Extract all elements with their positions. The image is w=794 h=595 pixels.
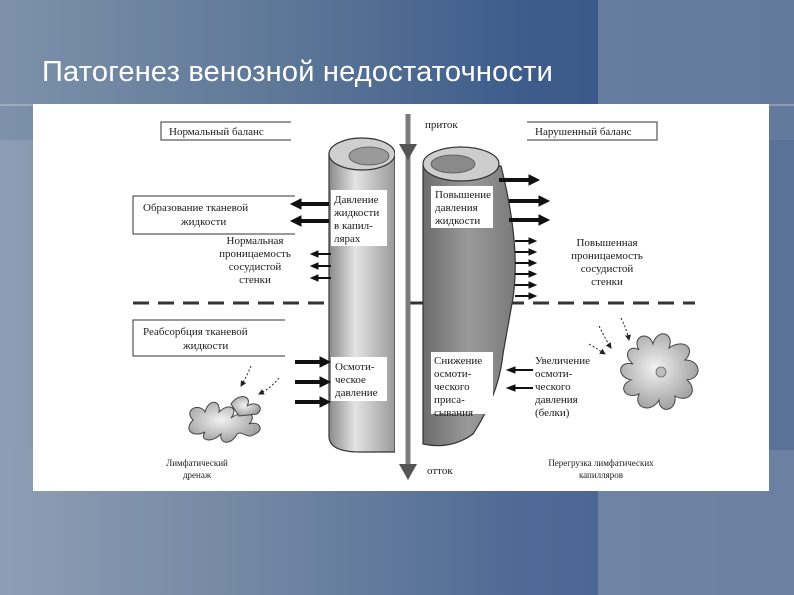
- osmotic-decrease-line-1: Снижение: [434, 355, 482, 367]
- osmotic-increase-label: Увеличение осмоти- ческого давления (бел…: [535, 355, 590, 419]
- capillary-pressure-line-4: лярах: [334, 233, 361, 245]
- venous-insufficiency-diagram: приток отток Нормальный баланс Образован…: [132, 114, 699, 480]
- osmotic-increase-line-4: давления: [535, 394, 578, 406]
- normal-balance-box: Нормальный баланс: [160, 121, 291, 141]
- filtration-arrows-left: [289, 198, 329, 227]
- increased-permeability-label: Повышенная проницаемость сосудистой стен…: [571, 237, 643, 288]
- lymph-arrows-right: [588, 317, 631, 355]
- vessel-left: [328, 137, 403, 454]
- osmotic-increase-line-5: (белки): [535, 407, 570, 419]
- lymph-drainage-line-1: Лимфатический: [166, 458, 228, 468]
- normal-balance-label: Нормальный баланс: [169, 126, 264, 138]
- osmotic-decrease-line-4: приса-: [434, 394, 465, 406]
- lymph-arrows-left: [240, 365, 280, 395]
- slide-title: Патогенез венозной недостаточности: [42, 56, 554, 88]
- normal-permeability-line-3: сосудистой: [229, 261, 282, 273]
- capillary-pressure-label: Давление жидкости в капил- лярах: [331, 190, 387, 246]
- formation-box: Образование тканевой жидкости: [132, 195, 295, 235]
- formation-line-2: жидкости: [180, 216, 226, 228]
- normal-permeability-line-1: Нормальная: [227, 235, 284, 247]
- increased-permeability-line-3: сосудистой: [581, 263, 634, 275]
- osmotic-increase-line-1: Увеличение: [535, 355, 590, 367]
- normal-permeability-line-4: стенки: [239, 274, 271, 286]
- outflow-label: отток: [427, 465, 453, 477]
- normal-permeability-label: Нормальная проницаемость сосудистой стен…: [219, 235, 291, 286]
- lymph-overload-icon: [620, 333, 699, 410]
- reabsorption-box: Реабсорбция тканевой жидкости: [132, 319, 285, 357]
- lymph-overload-line-1: Перегрузка лимфатических: [548, 458, 654, 468]
- formation-line-1: Образование тканевой: [143, 202, 248, 214]
- normal-permeability-line-2: проницаемость: [219, 248, 291, 260]
- pressure-increase-label: Повышение давления жидкости: [431, 186, 493, 228]
- increased-permeability-line-1: Повышенная: [576, 237, 637, 249]
- reabsorption-line-1: Реабсорбция тканевой: [143, 326, 248, 338]
- osmotic-pressure-label: Осмоти- ческое давление: [331, 357, 387, 401]
- impaired-balance-label: Нарушенный баланс: [535, 126, 632, 138]
- osmotic-line-2: ческое: [335, 374, 366, 386]
- permeability-arrows-right: [515, 237, 538, 300]
- pressure-increase-line-2: давления: [435, 202, 478, 214]
- reabsorption-arrows-left: [295, 356, 332, 408]
- flow-arrow: [399, 114, 417, 480]
- lymph-drainage-line-2: дренаж: [183, 470, 212, 480]
- diagram-panel: приток отток Нормальный баланс Образован…: [33, 104, 769, 491]
- increased-permeability-line-4: стенки: [591, 276, 623, 288]
- capillary-pressure-line-2: жидкости: [333, 207, 379, 219]
- inflow-label: приток: [425, 119, 458, 131]
- filtration-arrows-right: [499, 174, 551, 226]
- capillary-pressure-line-3: в капил-: [334, 220, 373, 232]
- osmotic-line-3: давление: [335, 387, 378, 399]
- osmotic-increase-line-3: ческого: [535, 381, 571, 393]
- osmotic-decrease-line-5: сывания: [434, 407, 473, 419]
- permeability-arrows-left: [309, 250, 331, 282]
- lymph-overload-line-2: капилляров: [579, 470, 623, 480]
- reabsorption-line-2: жидкости: [182, 340, 228, 352]
- lymph-overload-label: Перегрузка лимфатических капилляров: [548, 458, 654, 480]
- osmotic-increase-line-2: осмоти-: [535, 368, 573, 380]
- osmotic-arrows-right: [505, 366, 533, 392]
- osmotic-line-1: Осмоти-: [335, 361, 375, 373]
- pressure-increase-line-1: Повышение: [435, 189, 491, 201]
- osmotic-decrease-line-3: ческого: [434, 381, 470, 393]
- osmotic-decrease-line-2: осмоти-: [434, 368, 472, 380]
- lymph-drainage-label: Лимфатический дренаж: [166, 458, 228, 480]
- lymph-capillary-icon: [188, 396, 261, 443]
- pressure-increase-line-3: жидкости: [434, 215, 480, 227]
- impaired-balance-box: Нарушенный баланс: [527, 121, 658, 141]
- osmotic-decrease-label: Снижение осмоти- ческого приса- сывания: [431, 352, 493, 419]
- capillary-pressure-line-1: Давление: [334, 194, 379, 206]
- increased-permeability-line-2: проницаемость: [571, 250, 643, 262]
